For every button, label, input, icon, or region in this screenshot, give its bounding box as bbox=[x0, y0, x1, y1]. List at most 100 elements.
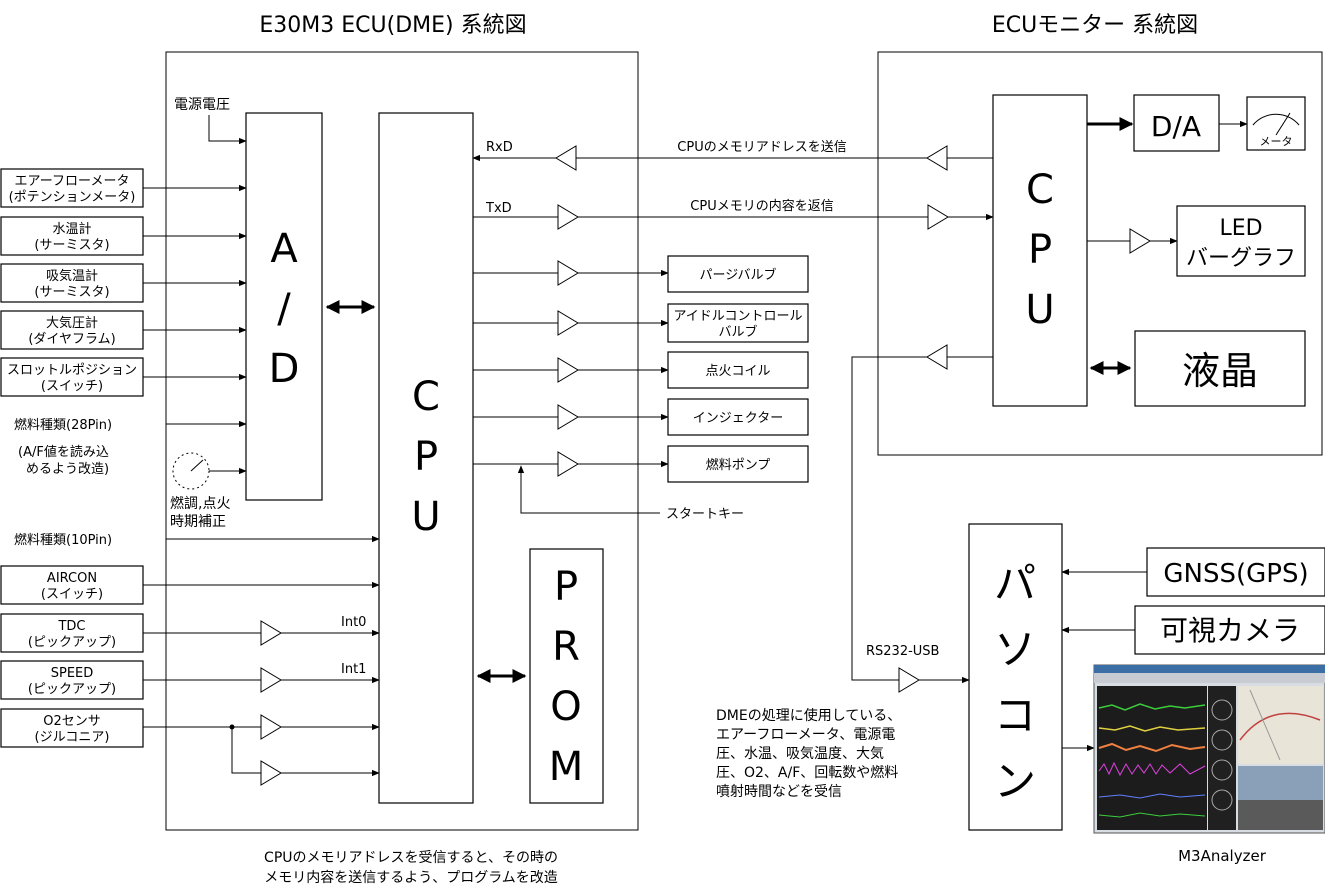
led-bargraph-block bbox=[1176, 205, 1306, 277]
txd-description: CPUメモリの内容を返信 bbox=[690, 198, 833, 214]
pc-char-1: パ bbox=[994, 559, 1036, 608]
rxd-description: CPUのメモリアドレスを送信 bbox=[677, 140, 846, 155]
sensor-airflow: エアーフローメータ (ポテンションメータ) bbox=[0, 168, 144, 208]
dme-title: E30M3 ECU(DME) 系統図 bbox=[259, 13, 526, 38]
svg-text:アイドルコントロール: アイドルコントロール bbox=[673, 309, 802, 324]
tdc-buffer-amp bbox=[260, 620, 282, 646]
svg-text:エアーフローメータ: エアーフローメータ bbox=[15, 174, 130, 189]
prom-block bbox=[529, 548, 604, 804]
led-label-line2: バーグラフ bbox=[1186, 246, 1296, 271]
monitor-cpu-char-2: P bbox=[1028, 227, 1052, 273]
gnss-block bbox=[1146, 547, 1325, 597]
dme-note-line2: エアーフローメータ、電源電 bbox=[716, 727, 895, 743]
ad-char-2: / bbox=[277, 286, 291, 332]
svg-text:TDC: TDC bbox=[57, 619, 85, 634]
monitor-cpu-char-3: U bbox=[1025, 287, 1054, 333]
svg-text:メータ: メータ bbox=[1260, 135, 1293, 148]
txd-amp-dme bbox=[557, 204, 579, 230]
start-key-label: スタートキー bbox=[666, 507, 744, 522]
output-idle-control-valve: アイドルコントロール バルブ bbox=[473, 303, 809, 343]
svg-text:O2センサ: O2センサ bbox=[43, 714, 101, 729]
knob-label-line2: 時期補正 bbox=[170, 514, 226, 530]
aircon-switch: AIRCON (スイッチ) bbox=[0, 565, 144, 605]
rxd-label: RxD bbox=[486, 140, 513, 155]
prom-char-1: P bbox=[554, 564, 578, 610]
pc-char-4: ン bbox=[994, 757, 1036, 806]
dme-frame bbox=[165, 51, 639, 831]
fuel-type-28pin-label: 燃料種類(28Pin) bbox=[14, 417, 112, 433]
tdc-pickup: TDC (ピックアップ) bbox=[0, 613, 144, 653]
camera-block bbox=[1134, 605, 1325, 655]
svg-text:大気圧計: 大気圧計 bbox=[46, 315, 98, 331]
output-injector: インジェクター bbox=[473, 398, 809, 436]
int1-label: Int1 bbox=[341, 662, 366, 677]
ad-converter-block bbox=[245, 112, 323, 501]
knob-label-line1: 燃調,点火 bbox=[170, 495, 230, 512]
svg-text:(サーミスタ): (サーミスタ) bbox=[34, 285, 109, 300]
dme-cpu-char-3: U bbox=[411, 494, 440, 540]
int0-label: Int0 bbox=[341, 615, 366, 630]
o2-sensor: O2センサ (ジルコニア) bbox=[0, 708, 144, 748]
rs232-usb-label: RS232-USB bbox=[866, 644, 939, 659]
output-fuel-pump: 燃料ポンプ bbox=[473, 445, 809, 483]
svg-text:点火コイル: 点火コイル bbox=[705, 364, 770, 379]
sensor-throttle-position: スロットルポジション (スイッチ) bbox=[0, 357, 144, 397]
output-purge-valve: パージバルブ bbox=[473, 255, 809, 293]
svg-text:水温計: 水温計 bbox=[52, 221, 91, 237]
af-note-line2: めるよう改造) bbox=[26, 462, 109, 477]
lcd-label: 液晶 bbox=[1182, 349, 1258, 393]
sensor-intake-temp: 吸気温計 (サーミスタ) bbox=[0, 263, 144, 303]
svg-text:(サーミスタ): (サーミスタ) bbox=[34, 238, 109, 253]
rxd-amp-dme bbox=[555, 145, 577, 171]
lcd-block bbox=[1134, 330, 1306, 407]
o2-buffer-amp-1 bbox=[260, 714, 282, 740]
fuel-type-10pin-label: 燃料種類(10Pin) bbox=[14, 532, 112, 548]
pc-char-2: ソ bbox=[994, 625, 1036, 674]
sensor-water-temp: 水温計 (サーミスタ) bbox=[0, 216, 144, 256]
dme-cpu-block bbox=[378, 112, 474, 804]
led-label-line1: LED bbox=[1219, 216, 1262, 241]
svg-text:吸気温計: 吸気温計 bbox=[46, 268, 98, 284]
monitor-frame bbox=[877, 51, 1323, 456]
svg-text:スロットルポジション: スロットルポジション bbox=[7, 363, 137, 378]
monitor-cpu-char-1: C bbox=[1026, 167, 1054, 213]
svg-text:AIRCON: AIRCON bbox=[47, 571, 97, 586]
da-converter-block bbox=[1133, 94, 1220, 152]
svg-text:(ピックアップ): (ピックアップ) bbox=[28, 682, 116, 697]
dme-note-line5: 噴射時間などを受信 bbox=[716, 784, 842, 800]
sensor-atmospheric-pressure: 大気圧計 (ダイヤフラム) bbox=[0, 310, 144, 350]
monitor-title: ECUモニター 系統図 bbox=[992, 13, 1198, 38]
svg-text:SPEED: SPEED bbox=[51, 666, 94, 681]
speed-pickup: SPEED (ピックアップ) bbox=[0, 660, 144, 700]
analog-meter-icon: メータ bbox=[1246, 96, 1306, 151]
start-key-line bbox=[517, 465, 660, 514]
svg-text:(ジルコニア): (ジルコニア) bbox=[35, 730, 110, 745]
svg-text:(ピックアップ): (ピックアップ) bbox=[28, 635, 116, 650]
rxd-amp-monitor bbox=[926, 145, 948, 171]
dme-note-line4: 圧、O2、A/F、回転数や燃料 bbox=[716, 764, 898, 781]
serial-amp-pc bbox=[898, 667, 920, 693]
svg-text:(ポテンションメータ): (ポテンションメータ) bbox=[9, 190, 136, 205]
svg-text:インジェクター: インジェクター bbox=[693, 411, 783, 426]
svg-text:パージバルブ: パージバルブ bbox=[700, 267, 777, 283]
dme-note-line1: DMEの処理に使用している、 bbox=[716, 707, 901, 724]
led-buffer-amp bbox=[1129, 228, 1151, 254]
m3analyzer-label: M3Analyzer bbox=[1178, 847, 1267, 865]
txd-label: TxD bbox=[485, 201, 512, 216]
power-voltage-line bbox=[208, 115, 247, 145]
da-label: D/A bbox=[1151, 110, 1201, 143]
output-ignition-coil: 点火コイル bbox=[473, 351, 809, 389]
svg-text:燃料ポンプ: 燃料ポンプ bbox=[706, 457, 771, 473]
monitor-cpu-block bbox=[992, 94, 1088, 407]
svg-text:(スイッチ): (スイッチ) bbox=[41, 587, 103, 602]
svg-text:バルブ: バルブ bbox=[718, 324, 757, 340]
af-note-line1: (A/F値を読み込 bbox=[18, 444, 109, 460]
bottom-note-line1: CPUのメモリアドレスを受信すると、その時の bbox=[264, 850, 558, 866]
m3analyzer-screenshot bbox=[1093, 664, 1325, 834]
dme-note-line3: 圧、水温、吸気温度、大気 bbox=[716, 746, 884, 762]
dme-cpu-char-2: P bbox=[414, 434, 438, 480]
rotary-switch-icon bbox=[172, 452, 210, 490]
prom-char-2: R bbox=[552, 624, 580, 670]
prom-char-3: O bbox=[550, 684, 581, 730]
